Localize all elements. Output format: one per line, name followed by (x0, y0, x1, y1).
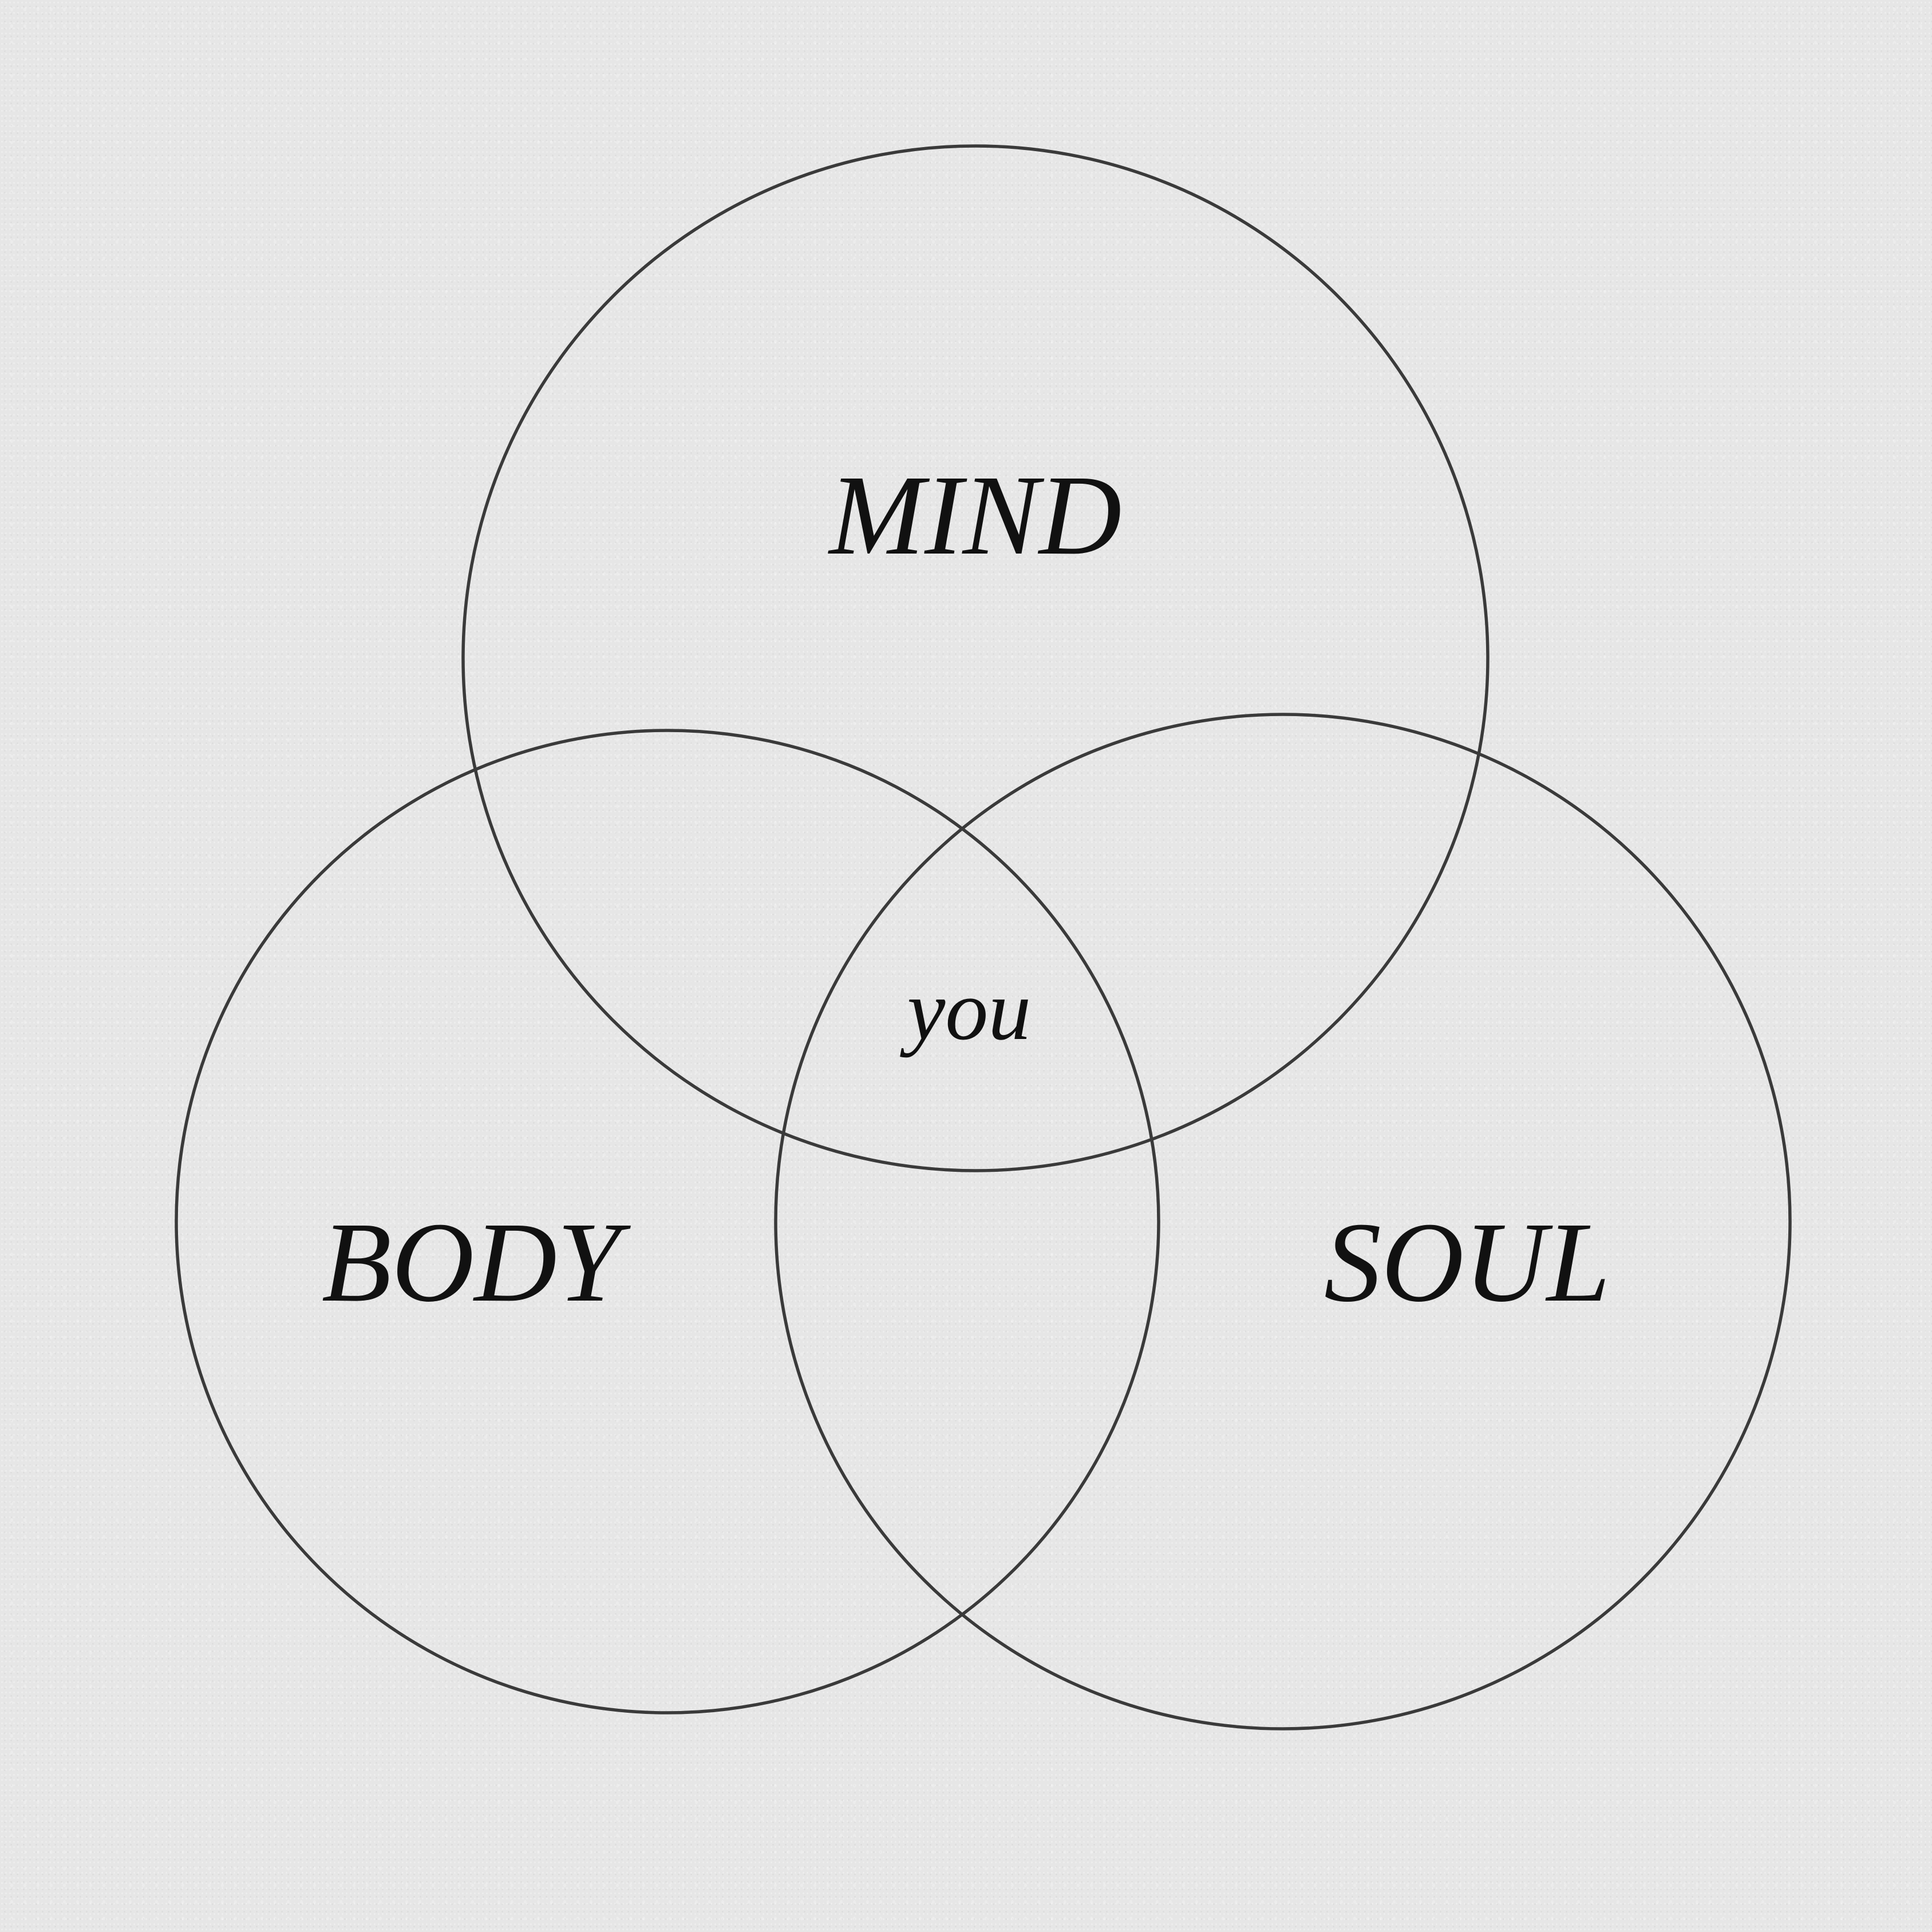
soul-circle (774, 713, 1792, 1730)
soul-label: SOUL (1324, 1199, 1610, 1326)
body-label: BODY (322, 1199, 631, 1326)
body-circle (175, 729, 1160, 1714)
mind-label: MIND (827, 452, 1121, 579)
mind-circle (461, 144, 1490, 1172)
center-label-you: you (900, 963, 1032, 1058)
